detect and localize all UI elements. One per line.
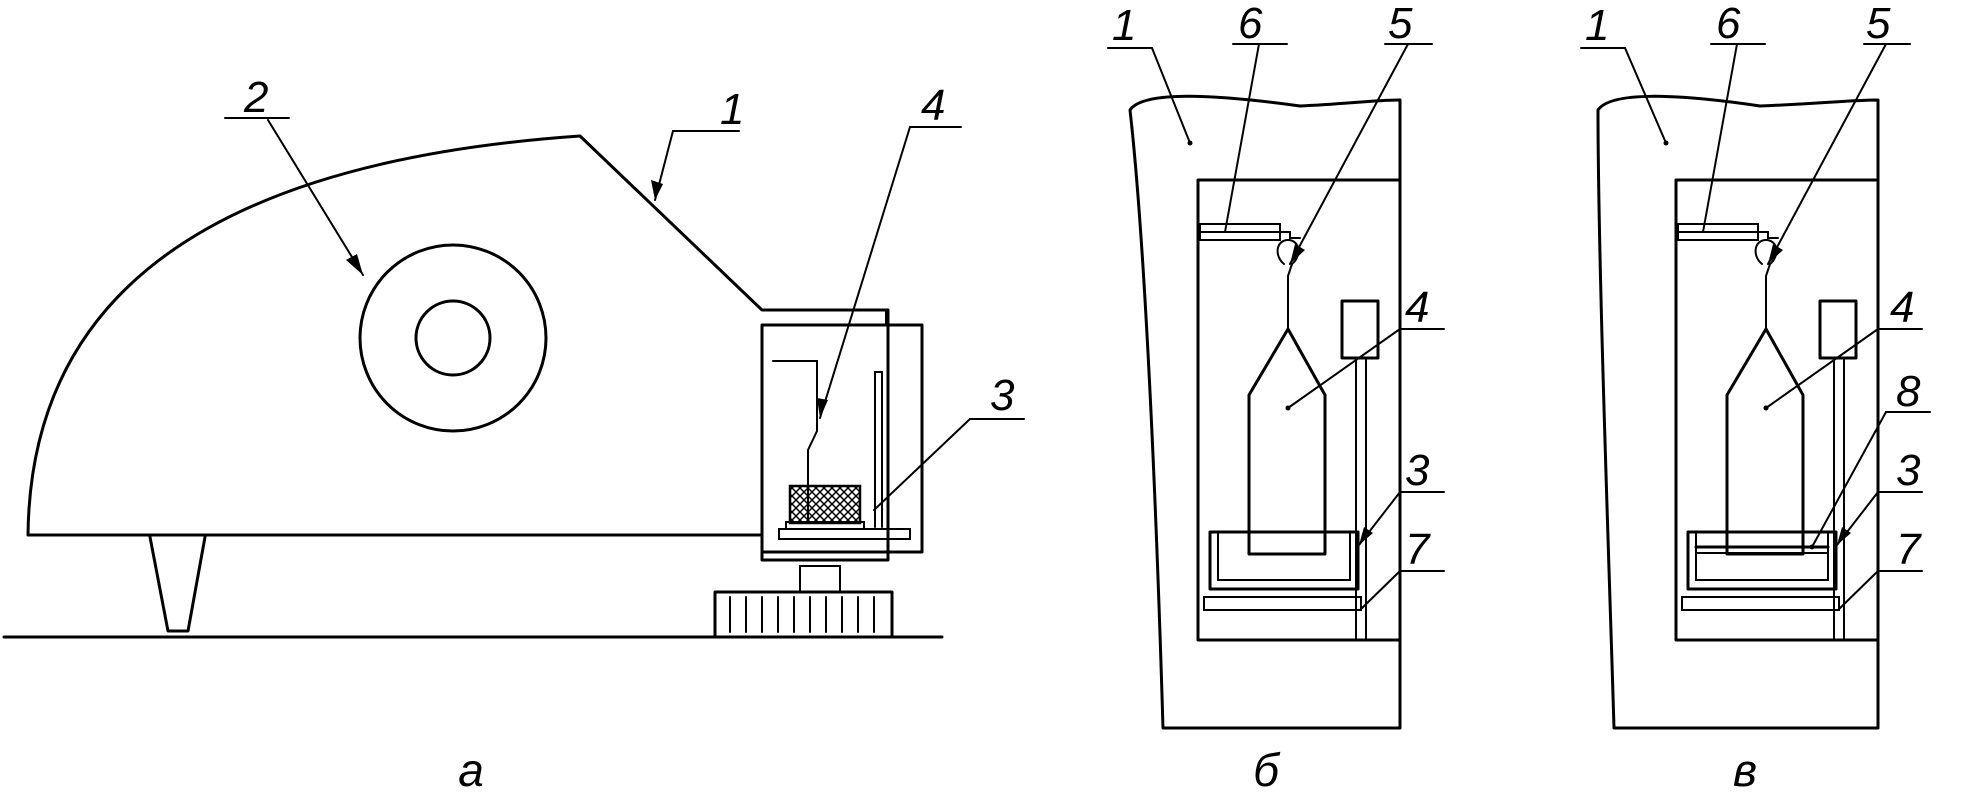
- caption-c: в: [1733, 744, 1757, 796]
- callout-7c: 7: [1896, 525, 1922, 574]
- sample-basket: [788, 484, 862, 525]
- leader-3a: [873, 418, 1025, 511]
- leader-dot-1b: [1187, 140, 1193, 146]
- leader-1a: [654, 130, 740, 201]
- test-chamber-b: [1196, 178, 1402, 642]
- leader-6b: [1224, 43, 1288, 233]
- leader-dot-1c: [1663, 140, 1669, 146]
- sample-body-b: [1247, 327, 1327, 556]
- machine-housing: [26, 134, 890, 562]
- arrowhead-4a: [817, 398, 828, 418]
- leader-dot-8c: [1809, 544, 1815, 550]
- leader-6c: [1702, 43, 1766, 233]
- platform-stem: [799, 565, 841, 593]
- drum-hub: [414, 299, 492, 377]
- sensor-arm-c: [1757, 231, 1779, 239]
- leader-4a: [819, 126, 962, 419]
- lift-table-b: [1203, 596, 1362, 611]
- callout-4b: 4: [1405, 283, 1429, 332]
- callout-3c: 3: [1896, 446, 1921, 495]
- hook-c: [1754, 238, 1778, 277]
- weighing-base-ribs: [729, 596, 875, 633]
- caption-b: б: [1253, 744, 1281, 796]
- leader-4b: [1287, 328, 1445, 409]
- cabinet-outline-b: [1128, 94, 1402, 730]
- callout-5b: 5: [1388, 0, 1413, 48]
- leader-7c: [1837, 570, 1923, 611]
- leader-5c: [1767, 43, 1911, 265]
- caption-a: а: [458, 744, 484, 796]
- panel-c: 1 6 5 4 8 3 7 в: [1580, 0, 1931, 796]
- leader-7b: [1359, 570, 1445, 611]
- drum-outer: [358, 243, 548, 433]
- leader-1c: [1580, 47, 1667, 144]
- panel-a: 1 2 4 3 а: [2, 73, 1025, 796]
- arrowhead-2a: [346, 254, 363, 275]
- test-chamber-c: [1674, 178, 1880, 642]
- sample-body-c: [1725, 327, 1805, 556]
- callout-6b: 6: [1238, 0, 1263, 48]
- leader-dot-4b: [1285, 405, 1291, 411]
- container-c: [1686, 530, 1838, 591]
- callout-8c: 8: [1896, 367, 1921, 416]
- arrowhead-5b: [1290, 244, 1305, 264]
- callout-6c: 6: [1716, 0, 1741, 48]
- sensor-arm-b: [1279, 231, 1301, 239]
- hook-b: [1276, 238, 1300, 277]
- callout-4a: 4: [921, 81, 945, 130]
- callout-7b: 7: [1405, 525, 1431, 574]
- arrowhead-3c: [1837, 527, 1851, 545]
- container-b: [1208, 530, 1360, 591]
- callout-3a: 3: [990, 371, 1015, 420]
- callout-5c: 5: [1866, 0, 1891, 48]
- leader-2a: [224, 117, 364, 276]
- lift-table-c: [1681, 596, 1840, 611]
- weighing-base: [713, 590, 894, 639]
- arrowhead-5c: [1768, 244, 1783, 264]
- leader-8c: [1811, 411, 1931, 548]
- leader-5b: [1289, 43, 1433, 265]
- scale-platform: [778, 528, 911, 540]
- callout-1a: 1: [720, 85, 744, 134]
- arrowhead-3b: [1359, 527, 1373, 545]
- callout-1b: 1: [1112, 1, 1136, 50]
- side-chamber: [760, 323, 924, 554]
- callout-1c: 1: [1585, 1, 1609, 50]
- panel-b: 1 6 5 4 3 7 б: [1107, 0, 1445, 796]
- cabinet-outline-c: [1596, 94, 1880, 730]
- leader-1b: [1107, 47, 1191, 144]
- support-leg: [148, 535, 207, 633]
- leader-dot-4c: [1763, 405, 1769, 411]
- callout-4c: 4: [1890, 283, 1914, 332]
- chamber-hanger: [772, 360, 818, 520]
- callout-2a: 2: [243, 73, 268, 122]
- leader-4c: [1765, 328, 1923, 409]
- arrowhead-1a: [651, 180, 663, 200]
- callout-3b: 3: [1405, 446, 1430, 495]
